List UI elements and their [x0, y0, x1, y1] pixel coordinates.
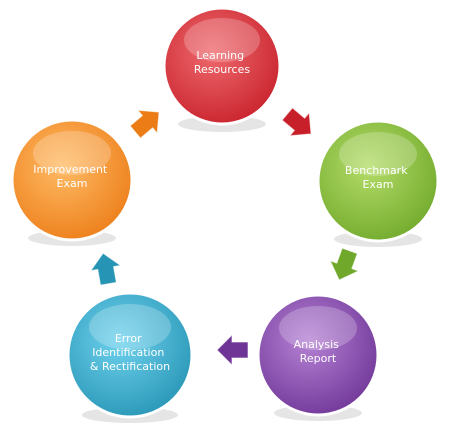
svg-text:Error Identification: Error Identification & Rectification	[90, 332, 170, 373]
svg-text:Improvement Exam: Improvement Exam	[33, 163, 111, 190]
node-learning-resources: Learning Resources	[162, 6, 282, 132]
arrow-error-to-improvement	[89, 252, 122, 286]
svg-text:Analysis Report: Analysis Report	[294, 338, 343, 365]
node-improvement-exam: Improvement Exam	[10, 118, 134, 246]
node-analysis-report: Analysis Report	[256, 293, 380, 421]
svg-text:Learning Resources: Learning Resources	[194, 49, 250, 76]
node-benchmark-exam: Benchmark Exam	[316, 119, 440, 247]
node-error-identification: Error Identification & Rectification	[66, 291, 194, 423]
arrow-benchmark-to-analysis	[329, 247, 360, 281]
arrow-learning-to-benchmark	[281, 107, 312, 137]
arrow-analysis-to-error	[216, 333, 249, 367]
svg-text:Benchmark Exam: Benchmark Exam	[345, 164, 411, 191]
arrow-improvement-to-learning	[129, 109, 160, 139]
